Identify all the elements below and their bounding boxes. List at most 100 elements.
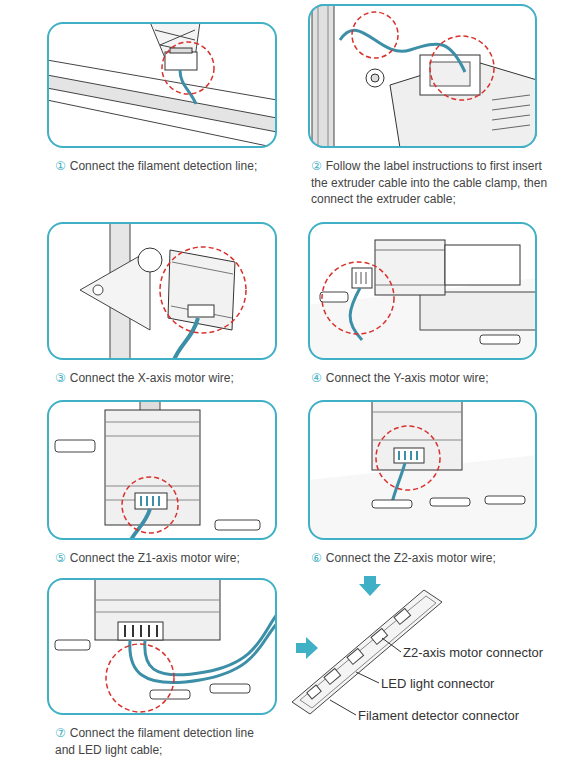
part-label: LED light connector [381,676,494,691]
illustration-part [375,240,445,295]
illustration-part [382,638,401,652]
illustration-part [128,509,150,540]
illustration-part [390,60,537,148]
illustration-part [371,74,379,82]
part-label: Filament detector connector [358,708,519,723]
step-caption: ⑦Connect the filament detection line and… [55,725,273,758]
illustration-part [47,75,277,132]
illustration-part [122,477,178,533]
illustration-part [340,30,465,72]
illustration-part [210,684,250,693]
illustration-part [312,4,334,148]
step-text: Connect the Z2-axis motor wire; [326,551,496,565]
illustration-part [145,610,277,675]
illustration-part [485,496,525,504]
illustration-part [171,262,233,318]
illustration-part [430,498,470,506]
illustration-part [150,22,200,58]
illustration-part [366,69,384,87]
step-text: Follow the label instructions to first i… [311,159,547,206]
step-panel: ⑦Connect the filament detection line and… [47,578,277,715]
illustration-part [125,625,157,637]
illustration-part [480,335,520,344]
illustration-part [135,493,167,509]
step-number: ④ [311,371,322,385]
illustration-part [93,285,103,295]
step-number: ③ [55,371,66,385]
step-text: Connect the filament detection line and … [55,726,254,757]
step-caption: ⑥ Connect the Z2-axis motor wire; [311,550,541,567]
illustration-part [375,250,445,285]
illustration-part [352,268,372,288]
illustration-part [350,288,362,340]
step-caption: ④ Connect the Y-axis motor wire; [311,370,541,387]
illustration-part [105,422,200,500]
step-text: Connect the filament detection line; [70,159,257,173]
illustration-part [420,292,537,330]
illustration-part [322,262,394,334]
step-text: Connect the Z1-axis motor wire; [70,551,240,565]
step-panel: ②Follow the label instructions to first … [308,4,537,148]
illustration-part [160,247,246,333]
step-panel: ③Connect the X-axis motor wire; [47,222,277,360]
illustration-part [371,628,388,644]
illustration-part [492,95,530,130]
illustration-part [430,36,494,100]
illustration-part [141,496,159,506]
illustration-part [320,292,348,302]
panel-6-art [308,400,537,540]
panel-1-art [47,22,277,148]
illustration-part [105,410,200,525]
part-label: Z2-axis motor connector [403,645,543,660]
step-number: ⑤ [55,551,66,565]
step-panel: ⑥Connect the Z2-axis motor wire; [308,400,537,540]
illustration-part [392,463,405,503]
illustration-part [296,637,318,659]
illustration-part [95,578,220,640]
step-number: ⑥ [311,551,322,565]
illustration-part [420,55,480,95]
illustration-part [356,272,366,284]
illustration-part [318,4,328,148]
panel-7-art [55,578,277,712]
illustration-part [55,440,95,452]
illustration-part [445,245,520,285]
illustration-part [170,48,192,53]
illustration-part [168,250,235,330]
illustration-part [430,62,470,86]
panel-4-art [308,240,537,360]
step-number: ② [311,159,322,173]
step-caption: ③ Connect the X-axis motor wire; [55,370,285,387]
step-number: ① [55,159,66,173]
illustration-part [180,70,196,104]
step-caption: ②Follow the label instructions to first … [311,158,551,208]
step-text: Connect the X-axis motor wire; [70,371,234,385]
illustration-part [352,12,398,58]
step-text: Connect the Y-axis motor wire; [326,371,489,385]
illustration-part [165,52,197,70]
illustration-part [359,576,381,596]
illustration-part [188,305,214,317]
step-caption: ① Connect the filament detection line; [55,158,285,175]
illustration-part [372,412,462,440]
illustration-part [118,622,163,640]
illustration-part [376,426,440,490]
illustration-part [330,700,356,715]
step-panel: ④Connect the Y-axis motor wire; [308,222,537,360]
illustration-part [372,400,462,470]
illustration-part [394,448,424,463]
illustration-part [55,640,90,650]
illustration-part [162,42,214,94]
panel-5-art [55,400,260,540]
illustration-part [347,648,364,664]
illustration-part [356,672,379,683]
illustration-part [95,600,220,612]
panel-3-art [80,222,246,360]
illustration-part [399,451,417,460]
illustration-part [215,520,260,530]
illustration-part [394,608,411,624]
illustration-part [307,685,321,699]
panel-2-art [312,4,537,148]
step-panel: ①Connect the filament detection line; [47,22,277,148]
